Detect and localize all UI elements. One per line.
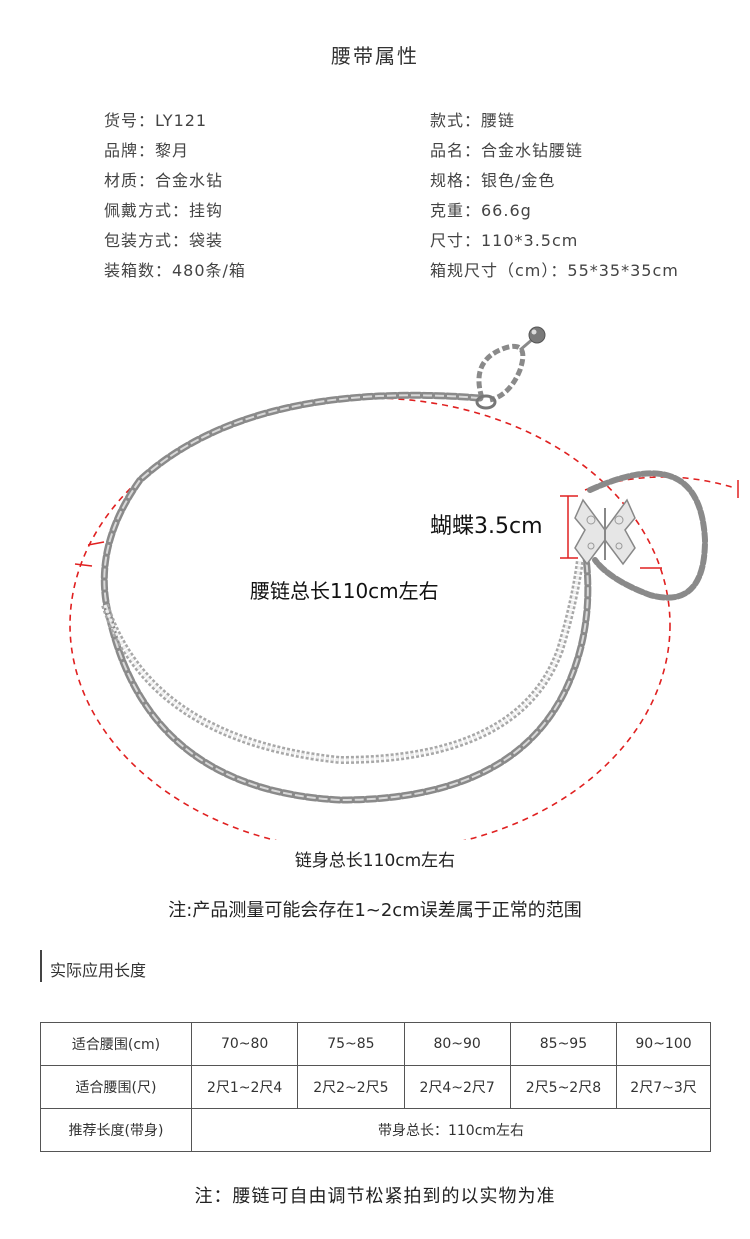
attr-spec: 规格：银色/金色	[430, 171, 556, 190]
table-row: 适合腰围(尺) 2尺1~2尺4 2尺2~2尺5 2尺4~2尺7 2尺5~2尺8 …	[40, 1065, 711, 1109]
attr-carton-size: 箱规尺寸（cm）：55*35*35cm	[430, 261, 679, 280]
measurement-note: 注:产品测量可能会存在1~2cm误差属于正常的范围	[168, 900, 582, 921]
section-title: 实际应用长度	[50, 961, 147, 980]
table-row: 适合腰围(cm) 70~80 75~85 80~90 85~95 90~100	[40, 1022, 711, 1066]
attr-material: 材质：合金水钻	[104, 171, 224, 190]
table-row-header: 推荐长度(带身)	[40, 1108, 192, 1152]
table-cell: 2尺7~3尺	[616, 1065, 711, 1109]
attr-packaging: 包装方式：袋装	[104, 231, 224, 250]
right-loop-chain	[587, 470, 709, 601]
attr-carton-qty: 装箱数：480条/箱	[104, 261, 246, 280]
table-cell: 2尺2~2尺5	[297, 1065, 405, 1109]
attr-product-name: 品名：合金水钻腰链	[430, 141, 584, 160]
table-cell: 75~85	[297, 1022, 405, 1066]
table-cell: 2尺1~2尺4	[190, 1065, 299, 1109]
table-row-header: 适合腰围(尺)	[40, 1065, 192, 1109]
adjustable-note: 注：腰链可自由调节松紧拍到的以实物为准	[194, 1186, 556, 1207]
lobster-clasp	[475, 394, 497, 410]
extender-bead	[528, 326, 546, 344]
attr-item-number: 货号：LY121	[104, 111, 208, 130]
table-cell: 70~80	[190, 1022, 299, 1066]
attributes-left: 货号：LY121 品牌：黎月 材质：合金水钻 佩戴方式：挂钩 包装方式：袋装 装…	[104, 106, 246, 286]
attr-size: 尺寸：110*3.5cm	[430, 231, 579, 250]
page-title: 腰带属性	[331, 44, 419, 68]
table-cell: 80~90	[403, 1022, 511, 1066]
butterfly-size-label: 蝴蝶3.5cm	[430, 514, 543, 539]
butterfly-measure-arc	[584, 476, 736, 491]
table-cell: 2尺4~2尺7	[403, 1065, 511, 1109]
table-cell: 带身总长：110cm左右	[191, 1108, 711, 1152]
extender-chain	[476, 343, 526, 403]
waist-length-label: 腰链总长110cm左右	[250, 579, 439, 603]
butterfly-pendant	[574, 498, 636, 566]
table-row: 推荐长度(带身) 带身总长：110cm左右	[40, 1108, 711, 1152]
attributes-right: 款式：腰链 品名：合金水钻腰链 规格：银色/金色 克重：66.6g 尺寸：110…	[430, 106, 679, 286]
section-divider-bar	[40, 950, 42, 982]
attr-style: 款式：腰链	[430, 111, 516, 130]
table-cell: 2尺5~2尺8	[509, 1065, 618, 1109]
size-table: 适合腰围(cm) 70~80 75~85 80~90 85~95 90~100 …	[40, 1022, 711, 1152]
chain-length-label: 链身总长110cm左右	[294, 851, 456, 871]
table-cell: 85~95	[509, 1022, 618, 1066]
attr-wear-method: 佩戴方式：挂钩	[104, 201, 224, 220]
attr-brand: 品牌：黎月	[104, 141, 190, 160]
attr-weight: 克重：66.6g	[430, 201, 532, 220]
table-cell: 90~100	[616, 1022, 711, 1066]
waist-chain-photo	[69, 326, 739, 840]
table-row-header: 适合腰围(cm)	[40, 1022, 192, 1066]
